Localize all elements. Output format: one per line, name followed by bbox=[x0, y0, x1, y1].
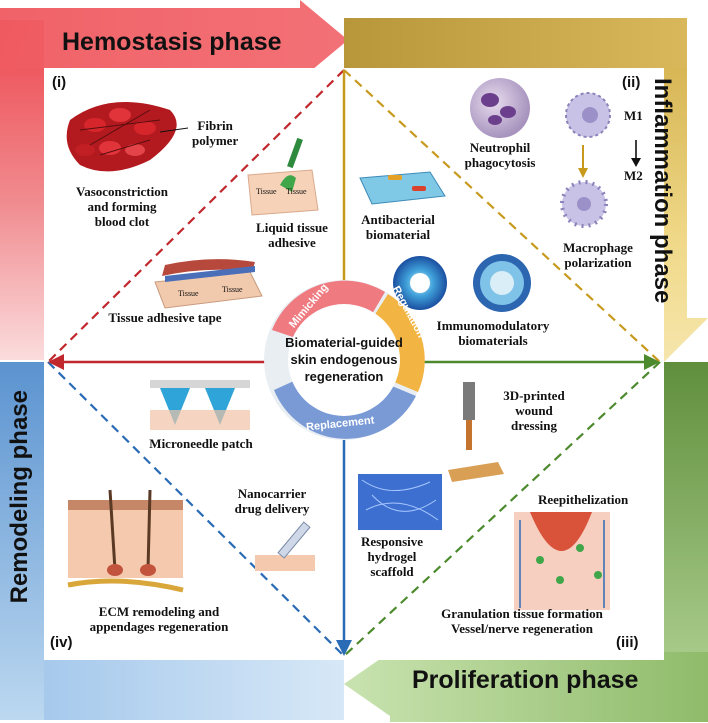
center-line-1: Biomaterial-guided bbox=[285, 335, 403, 350]
macro-line1: Macrophage bbox=[563, 240, 633, 255]
vaso-line2: and forming bbox=[87, 199, 157, 214]
center-ring bbox=[264, 280, 425, 440]
microneedle-label: Microneedle patch bbox=[149, 436, 253, 451]
liquid-line2: adhesive bbox=[268, 235, 316, 250]
nano-line1: Nanocarrier bbox=[237, 486, 307, 501]
hydrogel-line3: scaffold bbox=[370, 564, 414, 579]
m1-m2-arrows bbox=[578, 140, 641, 178]
tissue-word-4: Tissue bbox=[222, 285, 243, 294]
hydrogel-line1: Responsive bbox=[360, 534, 424, 549]
liquid-adhesive-label: Liquid tissue adhesive bbox=[246, 220, 338, 250]
printed-line1: 3D-printed bbox=[503, 388, 565, 403]
ecm-skin-image bbox=[67, 489, 184, 593]
neutro-line1: Neutrophil bbox=[469, 140, 531, 155]
vasoconstriction-label: Vasoconstriction and forming blood clot bbox=[62, 184, 182, 229]
inflammation-phase-title: Inflammation phase bbox=[649, 78, 676, 304]
granulation-line1: Granulation tissue formation bbox=[441, 606, 603, 621]
tissue-word-2: Tissue bbox=[286, 187, 307, 196]
microneedle-image bbox=[150, 380, 250, 430]
tissue-word-1: Tissue bbox=[256, 187, 277, 196]
nanocarrier-syringe-image bbox=[255, 521, 315, 571]
macrophage-label: Macrophage polarization bbox=[552, 240, 644, 270]
hemostasis-arrow bbox=[0, 0, 348, 360]
granulation-line2: Vessel/nerve regeneration bbox=[451, 621, 593, 636]
vaso-line1: Vasoconstriction bbox=[76, 184, 168, 199]
nano-line2: drug delivery bbox=[234, 501, 310, 516]
fibrin-label-line2: polymer bbox=[192, 133, 239, 148]
remodeling-phase-title: Remodeling phase bbox=[6, 390, 33, 604]
quadrant-number-i: (i) bbox=[52, 74, 67, 91]
diamond-dashes bbox=[47, 69, 661, 657]
ecm-line1: ECM remodeling and bbox=[98, 604, 220, 619]
hydrogel-label: Responsive hydrogel scaffold bbox=[356, 534, 428, 579]
center-line-2: skin endogenous bbox=[290, 352, 398, 367]
adhesive-tape-image bbox=[154, 259, 263, 309]
ecm-line2: appendages regeneration bbox=[89, 619, 229, 634]
macro-line2: polarization bbox=[564, 255, 632, 270]
liquid-line1: Liquid tissue bbox=[256, 220, 328, 235]
printed-line3: dressing bbox=[511, 418, 557, 433]
m2-label: M2 bbox=[624, 168, 643, 183]
quadrant-number-iv: (iv) bbox=[50, 634, 73, 651]
3d-printed-label: 3D-printed wound dressing bbox=[496, 388, 572, 433]
immuno-line2: biomaterials bbox=[458, 333, 528, 348]
fibrin-label: Fibrin polymer bbox=[192, 118, 238, 148]
liquid-adhesive-image bbox=[247, 137, 319, 216]
antibac-line2: biomaterial bbox=[365, 227, 431, 242]
hydrogel-image bbox=[358, 474, 442, 530]
neutrophil-image bbox=[470, 78, 530, 138]
quadrant-number-ii: (ii) bbox=[622, 74, 641, 91]
antibacterial-image bbox=[359, 171, 446, 205]
ecm-label: ECM remodeling and appendages regenerati… bbox=[74, 604, 244, 634]
proliferation-phase-title: Proliferation phase bbox=[412, 666, 639, 694]
macrophage-m2-image bbox=[560, 180, 608, 228]
tissue-word-3: Tissue bbox=[178, 289, 199, 298]
granulation-label: Granulation tissue formation Vessel/nerv… bbox=[422, 606, 622, 636]
macrophage-m1-image bbox=[565, 92, 611, 138]
granulation-tissue-image bbox=[514, 512, 610, 610]
immunomodulatory-image bbox=[393, 254, 531, 312]
neutrophil-label: Neutrophil phagocytosis bbox=[454, 140, 546, 170]
hemostasis-phase-title: Hemostasis phase bbox=[62, 28, 282, 56]
adhesive-tape-label: Tissue adhesive tape bbox=[108, 310, 222, 325]
antibac-line1: Antibacterial bbox=[361, 212, 435, 227]
fibrin-label-line1: Fibrin bbox=[197, 118, 233, 133]
center-line-3: regeneration bbox=[304, 369, 384, 384]
blood-clot-image bbox=[66, 102, 189, 172]
axis-lines bbox=[48, 70, 660, 656]
nanocarrier-label: Nanocarrier drug delivery bbox=[226, 486, 318, 516]
m1-label: M1 bbox=[624, 108, 643, 123]
immuno-line1: Immunomodulatory bbox=[436, 318, 550, 333]
neutro-line2: phagocytosis bbox=[464, 155, 536, 170]
immunomodulatory-label: Immunomodulatory biomaterials bbox=[428, 318, 558, 348]
printed-line2: wound bbox=[515, 403, 553, 418]
reepithelization-label: Reepithelization bbox=[538, 492, 629, 507]
proliferation-arrow bbox=[344, 362, 708, 722]
antibacterial-label: Antibacterial biomaterial bbox=[352, 212, 444, 242]
hydrogel-line2: hydrogel bbox=[367, 549, 417, 564]
remodeling-arrow bbox=[0, 362, 344, 720]
quadrant-number-iii: (iii) bbox=[616, 634, 639, 651]
center-title: Biomaterial-guided skin endogenous regen… bbox=[284, 334, 404, 385]
3d-printer-image bbox=[448, 382, 504, 482]
vaso-line3: blood clot bbox=[94, 214, 150, 229]
